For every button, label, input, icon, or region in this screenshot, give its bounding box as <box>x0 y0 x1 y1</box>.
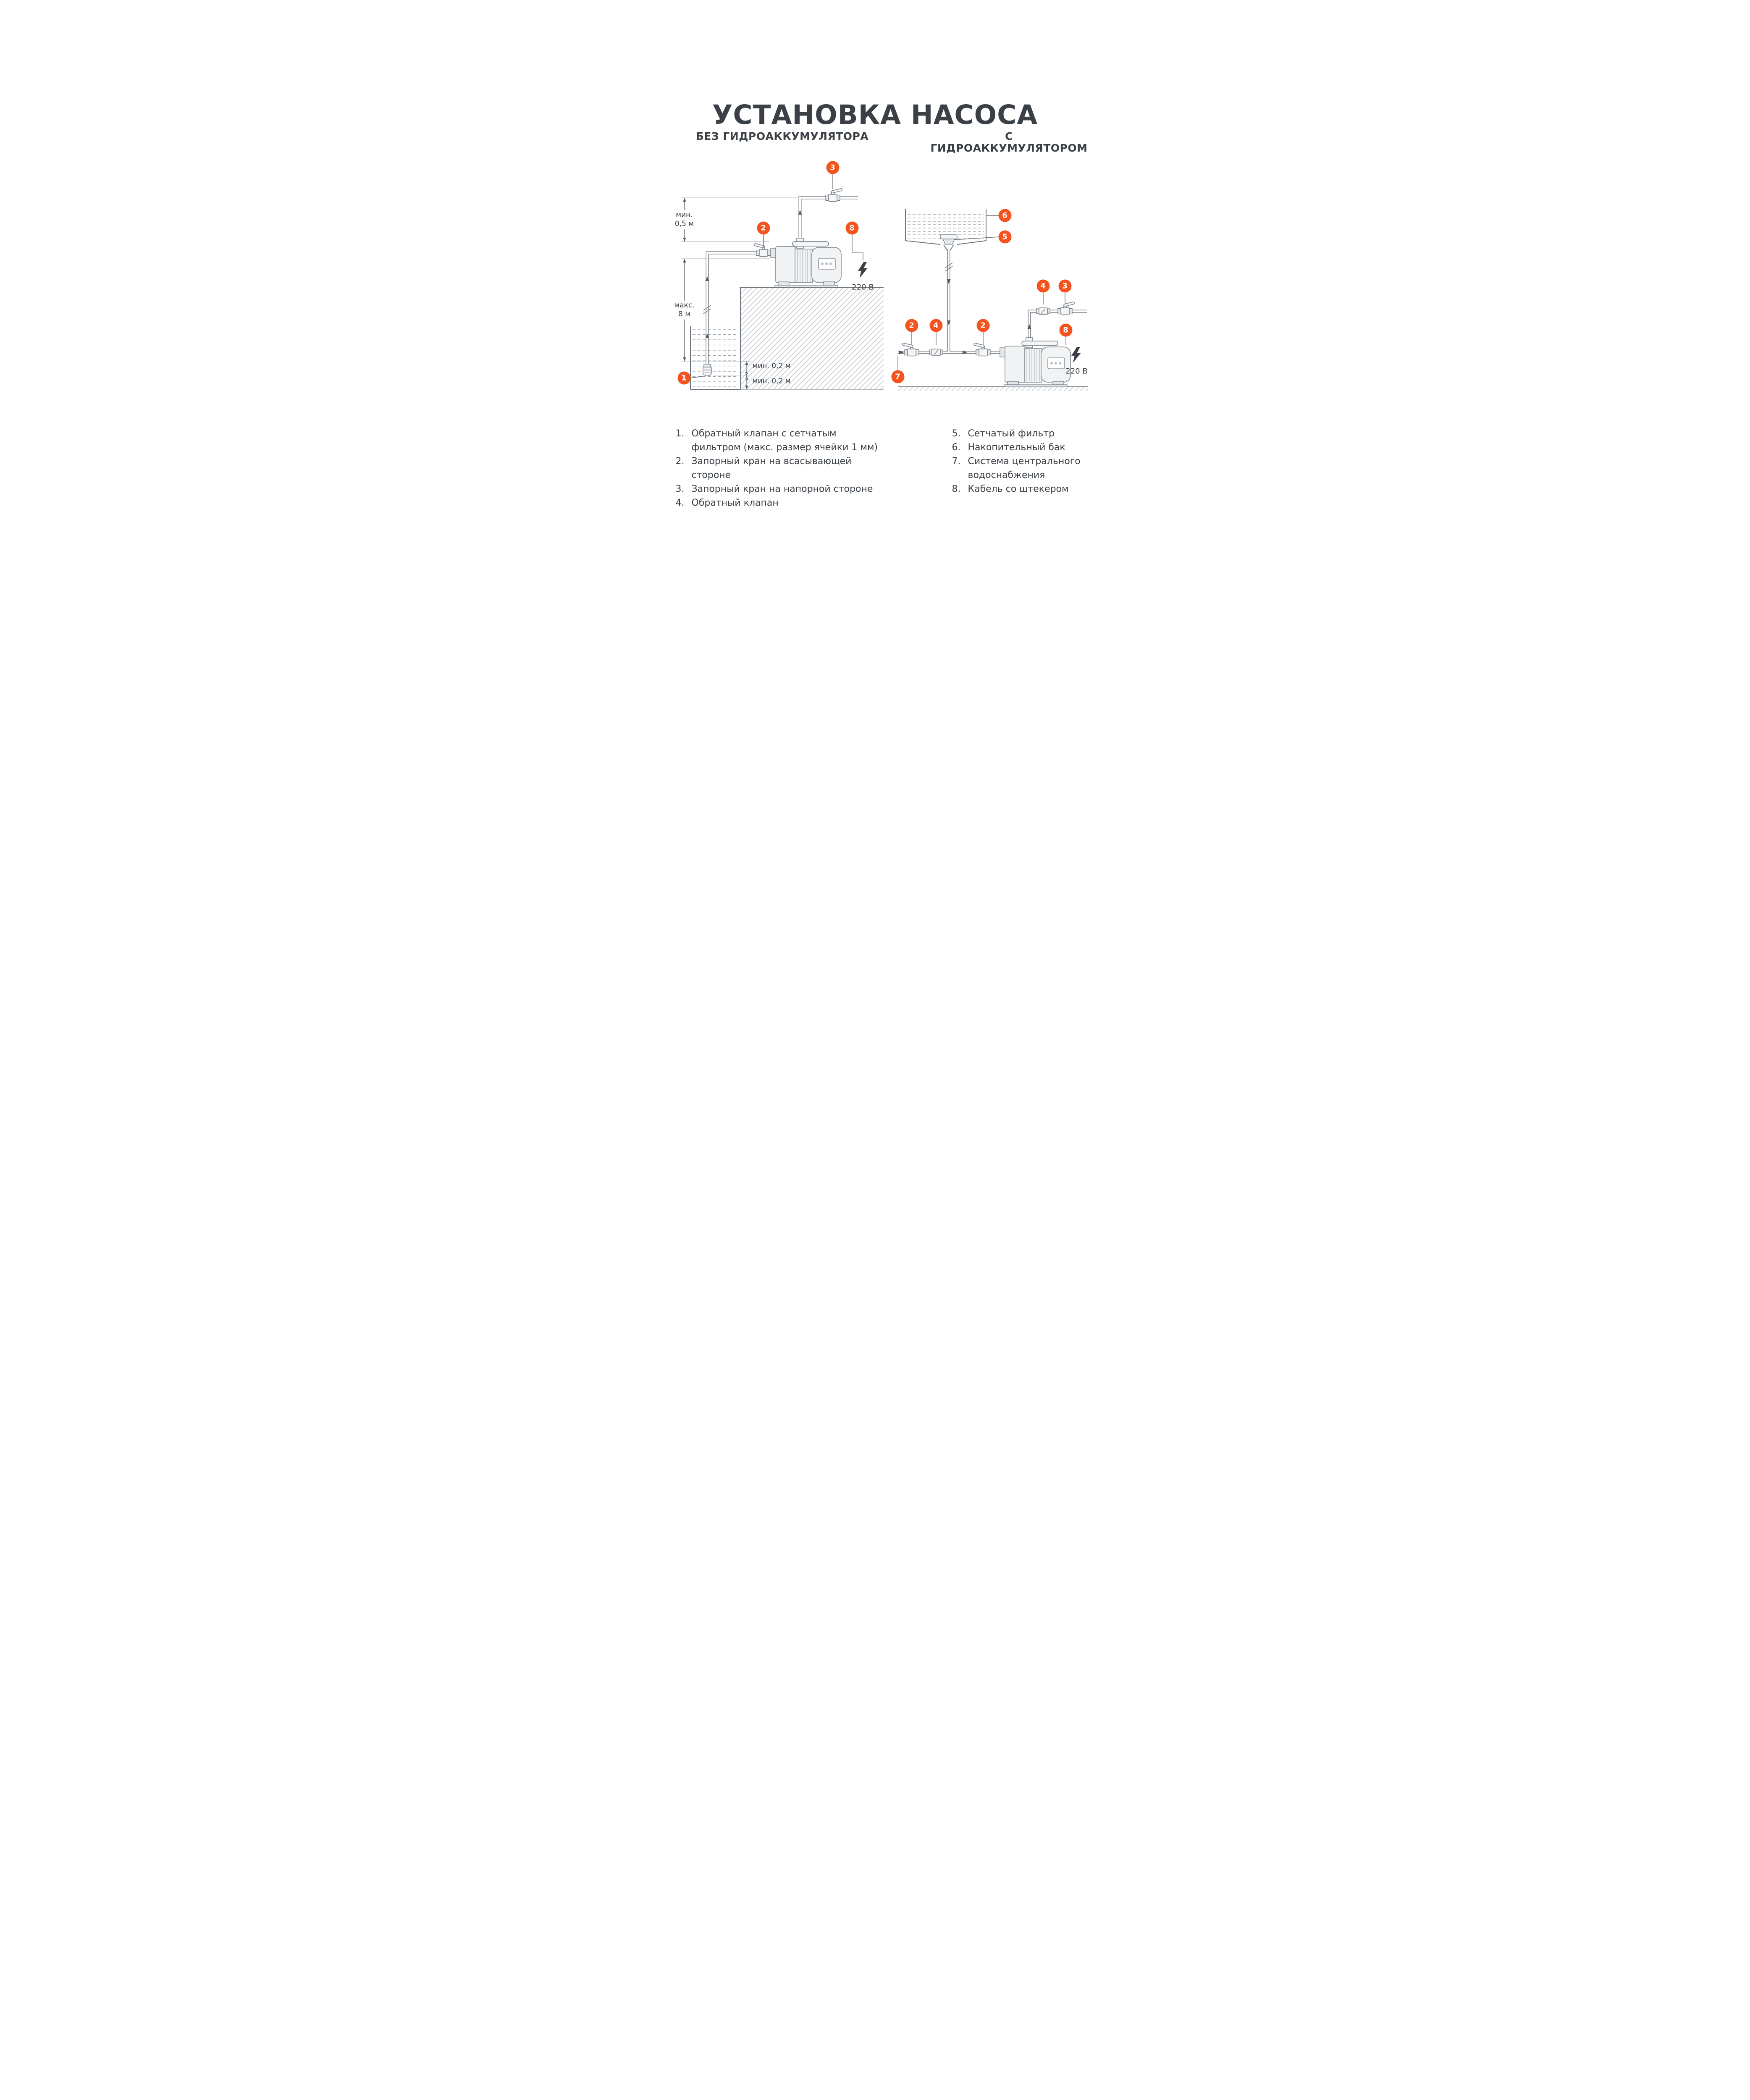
voltage-label: 220 В <box>1065 367 1088 376</box>
legend-number: 5. <box>952 428 961 439</box>
lightning-bolt-icon <box>1071 347 1081 363</box>
mesh-filter-icon <box>939 234 958 245</box>
marker-2-supply: 2 <box>905 319 918 332</box>
suction-ball-valve-icon <box>973 342 991 357</box>
marker-4-supply: 4 <box>929 319 942 332</box>
marker-4-discharge: 4 <box>1036 279 1049 293</box>
ground-line <box>897 386 1088 391</box>
legend-number: 3. <box>675 484 685 494</box>
legend-item-7: 7. Система центрального водоснабжения <box>952 454 1094 482</box>
legend-text: Запорный кран на напорной стороне <box>691 484 873 494</box>
legend-item-2: 2. Запорный кран на всасывающей стороне <box>676 454 891 482</box>
legend-text: Сетчатый фильтр <box>968 428 1055 439</box>
foot-valve-strainer-icon <box>702 364 712 376</box>
legend-column-left: 1. Обратный клапан с сетчатым фильтром (… <box>676 427 891 510</box>
legend-number: 4. <box>675 498 685 508</box>
supply-ball-valve-icon <box>901 342 919 357</box>
legend-item-5: 5. Сетчатый фильтр <box>952 427 1094 441</box>
right-diagram-heading: С ГИДРОАККУМУЛЯТОРОМ <box>930 130 1088 154</box>
lightning-bolt-icon <box>858 262 868 278</box>
marker-2-suction: 2 <box>976 319 989 332</box>
marker-leaders <box>690 174 863 378</box>
legend-item-8: 8. Кабель со штекером <box>952 482 1094 496</box>
marker-7: 7 <box>891 370 904 383</box>
legend-item-1: 1. Обратный клапан с сетчатым фильтром (… <box>676 427 891 454</box>
legend-column-right: 5. Сетчатый фильтр 6. Накопительный бак … <box>952 427 1094 496</box>
page-title: УСТАНОВКА НАСОСА <box>712 100 1038 131</box>
legend-number: 8. <box>952 484 961 494</box>
discharge-check-valve-icon <box>1036 307 1050 315</box>
right-diagram-drawing <box>897 209 1088 391</box>
water-well <box>690 326 740 390</box>
legend-number: 1. <box>675 428 685 439</box>
marker-3: 3 <box>1058 279 1071 293</box>
legend-number: 7. <box>952 456 961 467</box>
diagram-with-accumulator: 2 4 2 4 3 5 6 7 8 220 В <box>891 155 1094 399</box>
legend-text: Обратный клапан с сетчатым фильтром (мак… <box>691 428 878 453</box>
legend-item-3: 3. Запорный кран на напорной стороне <box>676 482 891 496</box>
legend-text: Запорный кран на всасывающей стороне <box>691 456 852 480</box>
storage-tank <box>905 209 987 250</box>
legend-number: 2. <box>675 456 685 467</box>
left-diagram-heading: БЕЗ ГИДРОАККУМУЛЯТОРА <box>695 130 869 142</box>
marker-leaders <box>897 215 1066 370</box>
legend-number: 6. <box>952 442 961 453</box>
pump-illustration <box>770 238 842 288</box>
marker-3: 3 <box>826 161 839 174</box>
marker-2: 2 <box>757 221 770 235</box>
dim-min-02m-top: мин. 0,2 м <box>752 362 791 370</box>
legend-item-4: 4. Обратный клапан <box>676 496 891 510</box>
dim-max-8m: макс. 8 м <box>673 300 696 320</box>
legend-text: Кабель со штекером <box>968 484 1069 494</box>
marker-5: 5 <box>998 230 1011 244</box>
legend-item-6: 6. Накопительный бак <box>952 441 1094 454</box>
flow-arrows <box>899 279 1031 354</box>
pump-installation-poster: УСТАНОВКА НАСОСА БЕЗ ГИДРОАККУМУЛЯТОРА С… <box>656 0 1094 583</box>
marker-8: 8 <box>1059 323 1072 337</box>
discharge-ball-valve-icon <box>825 188 843 202</box>
dim-min-02m-bottom: мин. 0,2 м <box>752 377 791 386</box>
dim-min-05m: мин. 0,5 м <box>673 210 695 229</box>
diagram-without-accumulator: 1 2 3 8 мин. 0,5 м макс. 8 м мин. 0,2 м … <box>673 155 892 399</box>
marker-6: 6 <box>998 209 1011 222</box>
supply-check-valve-icon <box>929 349 943 356</box>
flow-arrows <box>705 210 802 338</box>
voltage-label: 220 В <box>852 283 874 292</box>
legend-text: Обратный клапан <box>691 498 779 508</box>
marker-1: 1 <box>677 371 690 385</box>
suction-ball-valve-icon <box>753 243 771 257</box>
ground-cross-section <box>739 287 884 390</box>
discharge-ball-valve-icon <box>1057 301 1075 315</box>
legend-text: Накопительный бак <box>968 442 1065 453</box>
pipes <box>897 249 1087 354</box>
legend-text: Система центрального водоснабжения <box>968 456 1081 480</box>
marker-8: 8 <box>845 221 858 235</box>
pump-illustration <box>999 337 1071 387</box>
left-diagram-drawing <box>680 174 884 390</box>
